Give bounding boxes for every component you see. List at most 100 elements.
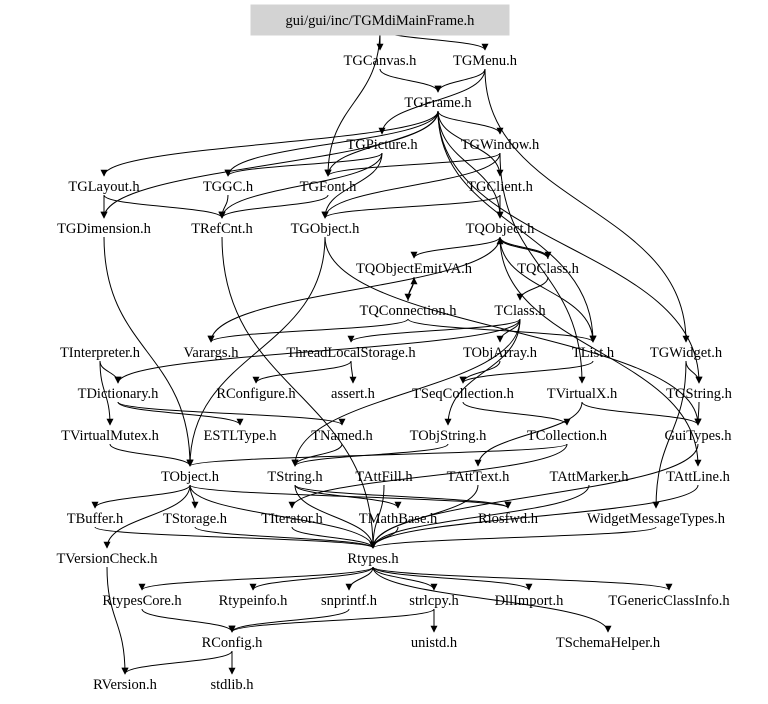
- node-tattline[interactable]: TAttLine.h: [666, 469, 730, 485]
- node-label: TCollection.h: [527, 428, 608, 444]
- edge-tclass-to-tobjstring: [444, 318, 521, 426]
- node-tqobjectemitva[interactable]: TQObjectEmitVA.h: [356, 261, 473, 277]
- node-tgmenu[interactable]: TGMenu.h: [453, 53, 518, 69]
- node-label: TMathBase.h: [359, 511, 438, 527]
- node-tgcanvas[interactable]: TGCanvas.h: [344, 53, 418, 69]
- node-tattfill[interactable]: TAttFill.h: [355, 469, 413, 485]
- edge-tclass-to-tstring: [291, 318, 521, 467]
- edge-tobject-to-tversioncheck: [103, 484, 191, 549]
- node-rtypeinfo[interactable]: Rtypeinfo.h: [219, 593, 289, 609]
- node-tatttext[interactable]: TAttText.h: [447, 469, 510, 485]
- node-stdlib[interactable]: stdlib.h: [210, 677, 254, 693]
- node-tgfont[interactable]: TGFont.h: [300, 179, 358, 195]
- edge-guitypes-to-rtypes: [369, 443, 699, 549]
- node-label: GuiTypes.h: [664, 428, 732, 444]
- node-tattmarker[interactable]: TAttMarker.h: [550, 469, 630, 485]
- node-tseqcollection[interactable]: TSeqCollection.h: [412, 386, 515, 402]
- node-tcollection[interactable]: TCollection.h: [527, 428, 608, 444]
- edge-tgframe-to-tqobject: [437, 110, 504, 219]
- node-label: TQConnection.h: [359, 303, 457, 319]
- node-unistd[interactable]: unistd.h: [411, 635, 458, 651]
- edge-tcollection-to-tobject: [186, 443, 568, 467]
- node-varargs[interactable]: Varargs.h: [184, 345, 240, 361]
- node-tbuffer[interactable]: TBuffer.h: [67, 511, 124, 527]
- node-tversioncheck[interactable]: TVersionCheck.h: [56, 551, 158, 567]
- node-rtypescore[interactable]: RtypesCore.h: [102, 593, 182, 609]
- node-trefcnt[interactable]: TRefCnt.h: [191, 221, 253, 237]
- node-strlcpy[interactable]: strlcpy.h: [409, 593, 459, 609]
- edge-tdictionary-to-tnamed: [117, 401, 346, 426]
- edge-tqconnection-to-tqobjectemitva: [407, 277, 418, 302]
- edge-tvirtualx-to-guitypes: [581, 401, 702, 426]
- node-rconfig[interactable]: RConfig.h: [202, 635, 264, 651]
- node-tgframe[interactable]: TGFrame.h: [404, 95, 472, 111]
- node-tqobject[interactable]: TQObject.h: [466, 221, 536, 237]
- node-titerator[interactable]: TIterator.h: [261, 511, 323, 527]
- node-snprintf[interactable]: snprintf.h: [321, 593, 378, 609]
- node-label: TRefCnt.h: [191, 221, 253, 237]
- node-label: TNamed.h: [311, 428, 373, 444]
- edge-tqobject-to-tattline: [499, 236, 702, 467]
- node-tqclass[interactable]: TQClass.h: [517, 261, 579, 277]
- node-tobjarray[interactable]: TObjArray.h: [463, 345, 538, 361]
- node-label: Rtypes.h: [347, 551, 399, 567]
- node-label: TIterator.h: [261, 511, 323, 527]
- node-tinterpreter[interactable]: TInterpreter.h: [60, 345, 141, 361]
- node-label: TSeqCollection.h: [412, 386, 515, 402]
- node-label: TGString.h: [666, 386, 732, 402]
- node-tschemahelper[interactable]: TSchemaHelper.h: [556, 635, 661, 651]
- node-tdictionary[interactable]: TDictionary.h: [78, 386, 160, 402]
- node-tgpicture[interactable]: TGPicture.h: [346, 137, 418, 153]
- node-tglayout[interactable]: TGLayout.h: [68, 179, 140, 195]
- edge-tgpicture-to-trefcnt: [218, 152, 383, 219]
- node-rversion[interactable]: RVersion.h: [93, 677, 157, 693]
- node-tgwindow[interactable]: TGWindow.h: [461, 137, 540, 153]
- node-guitypes[interactable]: GuiTypes.h: [664, 428, 732, 444]
- node-widgetmessagetypes[interactable]: WidgetMessageTypes.h: [587, 511, 726, 527]
- node-tvirtualx[interactable]: TVirtualX.h: [547, 386, 618, 402]
- node-label: TAttMarker.h: [550, 469, 630, 485]
- edge-rtypes-to-rtypeinfo: [249, 566, 374, 591]
- node-label: TQObjectEmitVA.h: [356, 261, 473, 277]
- node-label: TGObject.h: [291, 221, 361, 237]
- root-node-box: [250, 4, 510, 36]
- node-label: TQObject.h: [466, 221, 536, 237]
- edge-tgframe-to-tgwindow: [437, 110, 504, 135]
- node-tgclient[interactable]: TGClient.h: [467, 179, 533, 195]
- node-tobject[interactable]: TObject.h: [161, 469, 220, 485]
- node-rtypes[interactable]: Rtypes.h: [347, 551, 399, 567]
- node-tstring[interactable]: TString.h: [267, 469, 323, 485]
- node-label: DllImport.h: [495, 593, 565, 609]
- edge-trefcnt-to-rtypes: [221, 236, 377, 549]
- node-tlist[interactable]: TList.h: [572, 345, 615, 361]
- edge-tinterpreter-to-tvirtualmutex: [99, 360, 114, 426]
- node-tqconnection[interactable]: TQConnection.h: [359, 303, 457, 319]
- edge-root-to-tgfont: [324, 28, 381, 177]
- node-tclass[interactable]: TClass.h: [494, 303, 546, 319]
- edge-tgframe-to-tglayout: [100, 110, 439, 177]
- node-tgobject[interactable]: TGObject.h: [291, 221, 361, 237]
- node-tgwidget[interactable]: TGWidget.h: [650, 345, 723, 361]
- node-tstorage[interactable]: TStorage.h: [163, 511, 228, 527]
- node-rconfigure[interactable]: RConfigure.h: [216, 386, 296, 402]
- edge-tgfont-to-trefcnt: [218, 194, 329, 219]
- node-tggc[interactable]: TGGC.h: [203, 179, 254, 195]
- node-assert[interactable]: assert.h: [331, 386, 376, 402]
- node-tmathbase[interactable]: TMathBase.h: [359, 511, 438, 527]
- root-node[interactable]: gui/gui/inc/TGMdiMainFrame.h: [250, 4, 510, 36]
- node-label: snprintf.h: [321, 593, 378, 609]
- node-tgstring[interactable]: TGString.h: [666, 386, 732, 402]
- node-tvirtualmutex[interactable]: TVirtualMutex.h: [61, 428, 160, 444]
- node-tgenericclassinfo[interactable]: TGenericClassInfo.h: [608, 593, 730, 609]
- node-riosfwd[interactable]: Riosfwd.h: [478, 511, 539, 527]
- node-label: TGenericClassInfo.h: [608, 593, 730, 609]
- node-tobjstring[interactable]: TObjString.h: [410, 428, 487, 444]
- node-estltype[interactable]: ESTLType.h: [204, 428, 278, 444]
- node-label: assert.h: [331, 386, 376, 402]
- node-tnamed[interactable]: TNamed.h: [311, 428, 373, 444]
- node-tgdimension[interactable]: TGDimension.h: [57, 221, 152, 237]
- node-threadlocalstorage[interactable]: ThreadLocalStorage.h: [286, 345, 416, 361]
- node-dllimport[interactable]: DllImport.h: [495, 593, 565, 609]
- edge-tinterpreter-to-tdictionary: [99, 360, 122, 384]
- edge-tgwidget-to-widgetmessagetypes: [652, 360, 687, 509]
